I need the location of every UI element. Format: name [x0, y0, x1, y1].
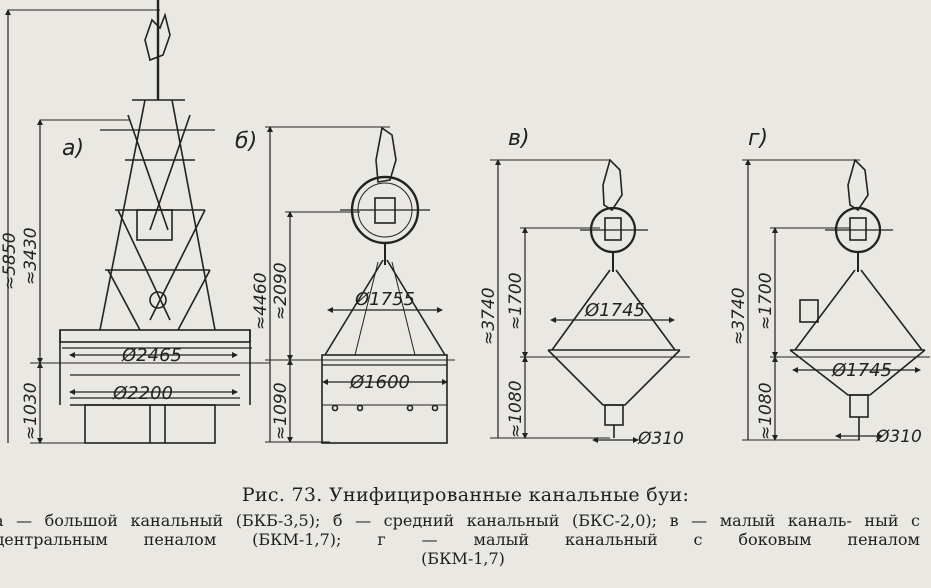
panel-b-drawing	[265, 126, 455, 444]
caption-line-3: (БКМ-1,7)	[421, 549, 505, 568]
panel-c-lower-height: ≈1080	[506, 380, 526, 438]
panel-a-deck-diameter: Ø2465	[121, 345, 182, 366]
panel-c-pencil-diameter: Ø310	[637, 429, 684, 449]
panel-b-hull-diameter: Ø1600	[349, 372, 410, 393]
panel-d-upper-height: ≈1700	[756, 272, 776, 330]
panel-d-lower-height: ≈1080	[756, 382, 776, 440]
panel-d-drawing	[742, 158, 930, 441]
panel-b-total-height: ≈4460	[251, 272, 271, 330]
panel-a-upper-height: ≈3430	[21, 227, 41, 285]
panel-b-lower-height: ≈1090	[271, 382, 291, 440]
panel-b-upper-height: ≈2090	[271, 262, 291, 320]
panel-a-hull-diameter: Ø2200	[112, 383, 173, 404]
figure-caption-title: Рис. 73. Унифицированные канальные буи:	[241, 484, 690, 506]
panel-a-drawing	[5, 0, 270, 444]
figure-caption-body: а — большой канальный (БКБ-3,5); б — сре…	[0, 511, 920, 568]
panel-a-total-height: ≈5850	[0, 232, 20, 290]
panel-d-body-diameter: Ø1745	[831, 360, 892, 381]
panel-b-letter: б)	[235, 129, 257, 154]
panel-a-lower-height: ≈1030	[21, 382, 41, 440]
buoy-drawings-figure: а) б) в) г) ≈5850 ≈3430 ≈1030 Ø2465 Ø220…	[0, 0, 930, 449]
panel-d-pencil-diameter: Ø310	[875, 427, 922, 447]
panel-c-total-height: ≈3740	[479, 287, 499, 345]
caption-line-2: ный с центральным пеналом (БКМ-1,7); г —…	[0, 511, 926, 549]
panel-c-drawing	[490, 158, 690, 443]
panel-d-total-height: ≈3740	[729, 287, 749, 345]
panel-c-body-diameter: Ø1745	[584, 300, 645, 321]
panel-b-frame-diameter: Ø1755	[354, 289, 415, 310]
panel-c-letter: в)	[508, 126, 530, 151]
panel-c-upper-height: ≈1700	[506, 272, 526, 330]
panel-d-letter: г)	[748, 126, 768, 151]
panel-a-letter: а)	[62, 136, 84, 161]
caption-line-1: а — большой канальный (БКБ-3,5); б — сре…	[0, 511, 852, 530]
